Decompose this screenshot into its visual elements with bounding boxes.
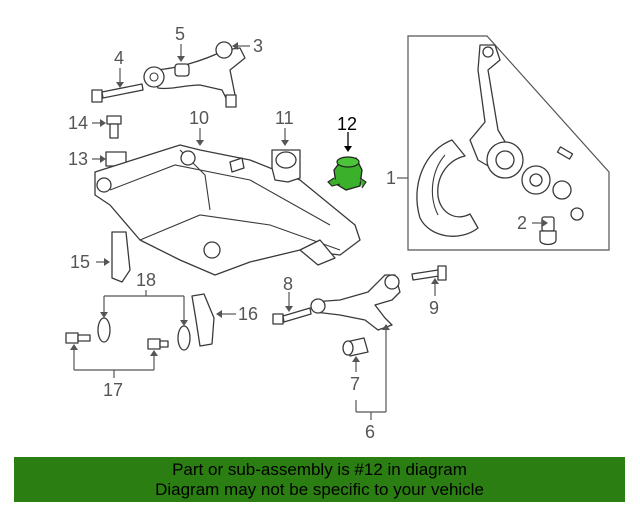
callout-10: 10 xyxy=(189,108,209,128)
washer-18b xyxy=(177,325,191,351)
callout-11: 11 xyxy=(275,108,294,128)
banner-line-2: Diagram may not be specific to your vehi… xyxy=(155,480,484,499)
bushing-7 xyxy=(342,337,369,357)
mount-11 xyxy=(271,149,301,183)
knuckle-inset xyxy=(407,35,610,251)
info-banner: Part or sub-assembly is #12 in diagram D… xyxy=(14,457,625,502)
callout-17: 17 xyxy=(103,380,123,400)
callout-7: 7 xyxy=(350,374,360,394)
callout-8: 8 xyxy=(283,274,293,294)
callout-18: 18 xyxy=(136,270,156,290)
lower-control-arm xyxy=(310,274,401,331)
leader-lines xyxy=(70,42,548,420)
subframe xyxy=(94,144,361,276)
callout-15: 15 xyxy=(70,252,90,272)
callout-12: 12 xyxy=(337,114,357,134)
callout-16: 16 xyxy=(238,304,258,324)
callout-2: 2 xyxy=(517,213,527,233)
parts-diagram: 1 2 3 4 5 6 7 8 9 10 11 12 13 14 15 16 1… xyxy=(65,24,610,442)
bolt-8 xyxy=(272,307,312,325)
bolts-17 xyxy=(65,332,169,350)
highlighted-part-12 xyxy=(327,156,367,191)
washer-18a xyxy=(97,317,111,343)
callout-9: 9 xyxy=(429,298,439,318)
nut-5 xyxy=(174,63,190,77)
callout-6: 6 xyxy=(365,422,375,442)
upper-control-arm xyxy=(143,41,246,108)
bracket-15 xyxy=(111,231,131,283)
banner-line-1: Part or sub-assembly is #12 in diagram xyxy=(172,460,467,479)
callout-1: 1 xyxy=(386,168,396,188)
callout-14: 14 xyxy=(68,113,88,133)
callout-5: 5 xyxy=(175,24,185,44)
callout-13: 13 xyxy=(68,149,88,169)
bolt-14 xyxy=(106,115,122,139)
bracket-16 xyxy=(191,293,215,347)
callout-4: 4 xyxy=(114,48,124,68)
callout-3: 3 xyxy=(253,36,263,56)
bolt-9 xyxy=(411,265,447,281)
bolt-4 xyxy=(91,83,144,103)
